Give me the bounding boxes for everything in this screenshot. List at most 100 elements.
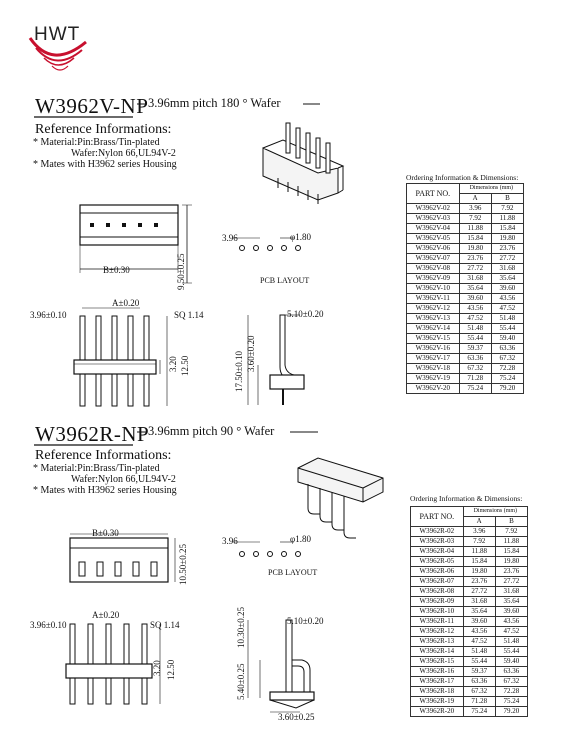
dim-b-cell: 23.76	[494, 566, 529, 577]
dim-b-cell: 47.52	[494, 626, 529, 637]
dim-pitch: 3.96	[222, 233, 238, 243]
dim-pitch: 3.96	[222, 536, 238, 546]
dim-sq: SQ 1.14	[150, 620, 180, 630]
dim-b-cell: 43.56	[494, 616, 529, 627]
dim-b-cell: 51.48	[494, 636, 529, 647]
reference-heading: Reference Informations:	[35, 122, 172, 137]
dim-side-top: 5.10±0.20	[287, 616, 324, 626]
part-number-cell: W3962R-18	[410, 686, 464, 697]
title-rule	[34, 431, 318, 446]
logo-text: HWT	[34, 24, 81, 45]
connector-3d-view	[262, 122, 345, 204]
dim-a-cell: 15.84	[462, 556, 496, 567]
part-number-cell: W3962R-04	[410, 546, 464, 557]
part-number-cell: W3962R-17	[410, 676, 464, 687]
dim-hole: φ1.80	[290, 534, 311, 544]
part-number-cell: W3962R-05	[410, 556, 464, 567]
pcb-layout-label: PCB LAYOUT	[260, 276, 310, 285]
dim-side1: 10.30±0.25	[236, 607, 246, 648]
dim-a-cell: 55.44	[462, 656, 496, 667]
logo-swoosh-icon	[28, 37, 87, 71]
dim-b-cell: 72.28	[494, 686, 529, 697]
col-b-header: B	[494, 516, 529, 527]
dim-b-cell: 15.84	[494, 546, 529, 557]
part-header: PART NO.	[410, 506, 464, 527]
part-number-cell: W3962R-07	[410, 576, 464, 587]
section-subtitle: 3.96mm pitch 90 ° Wafer	[148, 424, 275, 438]
dim-a-cell: 3.96	[462, 526, 496, 537]
section-subtitle: 3.96mm pitch 180 ° Wafer	[148, 96, 281, 110]
dim-b-cell: 79.20	[494, 706, 529, 717]
dim-a-cell: 23.76	[462, 576, 496, 587]
dim-side2: 5.40±0.25	[236, 663, 246, 700]
dim-b-cell: 79.20	[490, 383, 525, 394]
dim-b-cell: 7.92	[494, 526, 529, 537]
reference-line: * Material:Pin:Brass/Tin-plated	[33, 463, 160, 474]
part-number-cell: W3962R-03	[410, 536, 464, 547]
dim-hole: φ1.80	[290, 232, 311, 242]
dim-side-bottom: 3.60±0.25	[278, 712, 315, 722]
part-number-cell: W3962R-12	[410, 626, 464, 637]
title-rule	[34, 103, 320, 118]
pcb-layout-drawing	[232, 237, 301, 251]
section-title: W3962R-NP	[35, 422, 150, 446]
dim-a-cell: 31.68	[462, 596, 496, 607]
dim-b-cell: 19.80	[494, 556, 529, 567]
dim-pitch-tol: 3.96±0.10	[30, 310, 67, 320]
dim-b: B±0.30	[92, 528, 119, 538]
connector-3d-view	[297, 457, 384, 539]
dim-b-cell: 75.24	[494, 696, 529, 707]
dim-b-cell: 11.88	[494, 536, 529, 547]
dim-a-cell: 67.32	[462, 686, 496, 697]
dim-a-cell: 71.28	[462, 696, 496, 707]
part-number-cell: W3962R-15	[410, 656, 464, 667]
dim-a-cell: 27.72	[462, 586, 496, 597]
dim-a-cell: 63.36	[462, 676, 496, 687]
dim-header: Dimensions (mm)	[462, 506, 529, 517]
part-number-cell: W3962R-06	[410, 566, 464, 577]
side-view-drawing	[247, 314, 305, 405]
dim-b-cell: 55.44	[494, 646, 529, 657]
dim-b-cell: 59.40	[494, 656, 529, 667]
dim-b-cell: 31.68	[494, 586, 529, 597]
part-number-cell: W3962R-16	[410, 666, 464, 677]
reference-line: * Mates with H3962 series Housing	[33, 485, 177, 496]
col-a-header: A	[462, 516, 496, 527]
dim-a-cell: 7.92	[462, 536, 496, 547]
dim-a-cell: 75.24	[462, 706, 496, 717]
part-number-cell: W3962R-14	[410, 646, 464, 657]
dim-b-cell: 39.60	[494, 606, 529, 617]
dim-a-cell: 11.88	[462, 546, 496, 557]
pcb-layout-label: PCB LAYOUT	[268, 568, 318, 577]
dim-pitch-tol: 3.96±0.10	[30, 620, 67, 630]
dim-side-top: 5.10±0.20	[287, 309, 324, 319]
dim-a: A±0.20	[112, 298, 140, 308]
reference-line: * Material:Pin:Brass/Tin-plated	[33, 137, 160, 148]
dim-height: 10.50±0.25	[178, 544, 188, 585]
table-caption: Ordering Information & Dimensions:	[406, 173, 519, 182]
front-view-drawing	[79, 204, 192, 284]
side-view-drawing	[247, 619, 315, 713]
table-caption: Ordering Information & Dimensions:	[410, 494, 523, 503]
part-number-cell: W3962R-09	[410, 596, 464, 607]
dim-a-cell: 59.37	[462, 666, 496, 677]
